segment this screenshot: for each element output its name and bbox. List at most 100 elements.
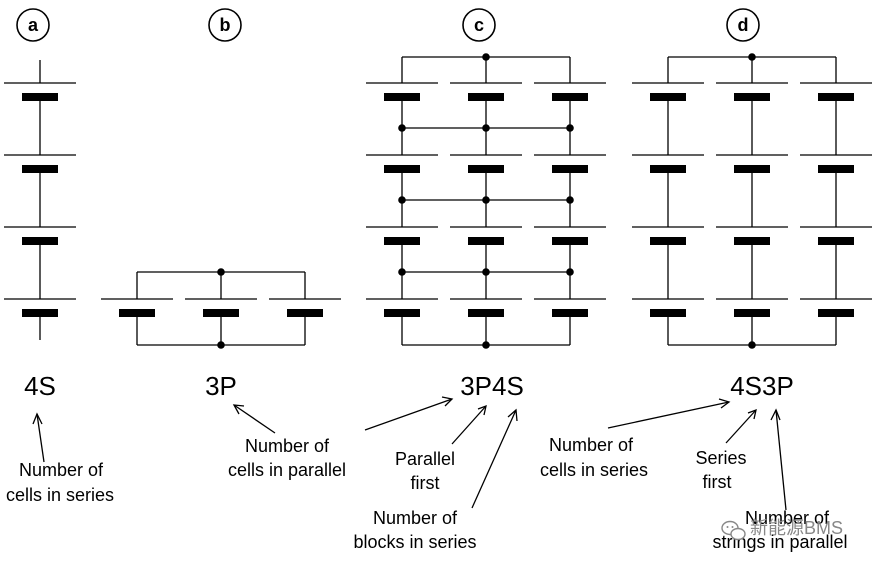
cell-negative-plate [119, 309, 155, 317]
cross-junction-1-3 [566, 124, 574, 132]
arrowhead-a-series [32, 412, 43, 425]
junction-top [217, 268, 225, 276]
anno-d-strings-line2: strings in parallel [712, 532, 847, 552]
anno-c-blocks-line2: blocks in series [353, 532, 476, 552]
arrowhead-d-strings [770, 408, 781, 421]
cell-c-r1-c2 [450, 82, 522, 101]
arrowhead-c-blocks [507, 408, 518, 422]
config-label-c: 3P4S [460, 371, 524, 401]
arrowhead-c-parallel-line [441, 396, 454, 407]
anno-a-series-line1: Number of [19, 460, 104, 480]
arrowhead-c-parallel-first [477, 404, 487, 416]
cell-d-r2-c3 [800, 154, 872, 173]
cell-negative-plate [203, 309, 239, 317]
cell-negative-plate [384, 309, 420, 317]
panel-c-3p4s-circuit [366, 53, 606, 349]
cell-negative-plate [468, 165, 504, 173]
cell-negative-plate [22, 93, 58, 101]
anno-c-blocks-line1: Number of [373, 508, 458, 528]
cell-d-r1-c1 [632, 82, 704, 101]
cell-negative-plate [552, 93, 588, 101]
cell-d-r3-c1 [632, 226, 704, 245]
cell-c-r2-c3 [534, 154, 606, 173]
watermark: 新能源BMS [721, 518, 843, 541]
cross-junction-2-2 [482, 196, 490, 204]
cell-negative-plate [384, 93, 420, 101]
anno-b-parallel-line1: Number of [245, 436, 330, 456]
cell-a-4 [4, 298, 76, 317]
cell-d-r1-c2 [716, 82, 788, 101]
cell-negative-plate [468, 237, 504, 245]
cross-junction-3-2 [482, 268, 490, 276]
config-label-d: 4S3P [730, 371, 794, 401]
cell-d-r4-c1 [632, 298, 704, 317]
cell-negative-plate [818, 309, 854, 317]
cell-d-r2-c1 [632, 154, 704, 173]
cell-negative-plate [287, 309, 323, 317]
cell-c-r4-c3 [534, 298, 606, 317]
cross-junction-3-1 [398, 268, 406, 276]
cell-negative-plate [468, 93, 504, 101]
anno-d-series-first-line1: Series [695, 448, 746, 468]
cell-negative-plate [552, 165, 588, 173]
config-label-a: 4S [24, 371, 56, 401]
annotation-arrows [32, 396, 787, 511]
cell-a-1 [4, 82, 76, 101]
cross-junction-1-2 [482, 124, 490, 132]
cell-c-r3-c3 [534, 226, 606, 245]
junction-bottom [217, 341, 225, 349]
cell-a-3 [4, 226, 76, 245]
cell-c-r1-c3 [534, 82, 606, 101]
cell-b-2 [185, 298, 257, 317]
arrow-d-cells-series [607, 401, 730, 429]
badge-b-label: b [220, 15, 231, 35]
cell-negative-plate [818, 165, 854, 173]
cell-c-r2-c2 [450, 154, 522, 173]
badge-b: b [208, 8, 242, 42]
cell-b-3 [269, 298, 341, 317]
panel-a-4s-circuit [4, 60, 76, 340]
anno-d-strings-line1: Number of [745, 508, 830, 528]
cell-negative-plate [734, 237, 770, 245]
cell-negative-plate [650, 237, 686, 245]
arrow-a-series [36, 413, 45, 463]
cell-negative-plate [22, 165, 58, 173]
arrow-d-strings [775, 409, 787, 511]
anno-b-parallel-line2: cells in parallel [228, 460, 346, 480]
cell-a-2 [4, 154, 76, 173]
cell-b-1 [101, 298, 173, 317]
cell-d-r3-c3 [800, 226, 872, 245]
cell-d-r4-c2 [716, 298, 788, 317]
badge-c: c [462, 8, 496, 42]
arrow-c-parallel-line [364, 398, 453, 431]
cell-negative-plate [552, 237, 588, 245]
cell-c-r4-c1 [366, 298, 438, 317]
panel-b-3p-circuit [101, 268, 341, 349]
arrow-b-parallel [233, 404, 276, 434]
cell-negative-plate [818, 237, 854, 245]
badge-a: a [16, 8, 50, 42]
watermark-text: 新能源BMS [750, 518, 843, 538]
cell-negative-plate [384, 237, 420, 245]
cell-negative-plate [734, 309, 770, 317]
cross-junction-2-3 [566, 196, 574, 204]
cell-c-r2-c1 [366, 154, 438, 173]
cell-negative-plate [22, 309, 58, 317]
cell-negative-plate [734, 93, 770, 101]
cell-negative-plate [650, 93, 686, 101]
anno-d-cells-series-line1: Number of [549, 435, 634, 455]
badge-a-label: a [28, 15, 39, 35]
cell-negative-plate [384, 165, 420, 173]
badge-d: d [726, 8, 760, 42]
cross-junction-3-3 [566, 268, 574, 276]
cell-c-r3-c2 [450, 226, 522, 245]
cell-negative-plate [734, 165, 770, 173]
arrow-c-parallel-first [451, 405, 487, 445]
cell-negative-plate [650, 165, 686, 173]
config-label-b: 3P [205, 371, 237, 401]
cell-negative-plate [552, 309, 588, 317]
cell-negative-plate [22, 237, 58, 245]
badge-c-label: c [474, 15, 484, 35]
